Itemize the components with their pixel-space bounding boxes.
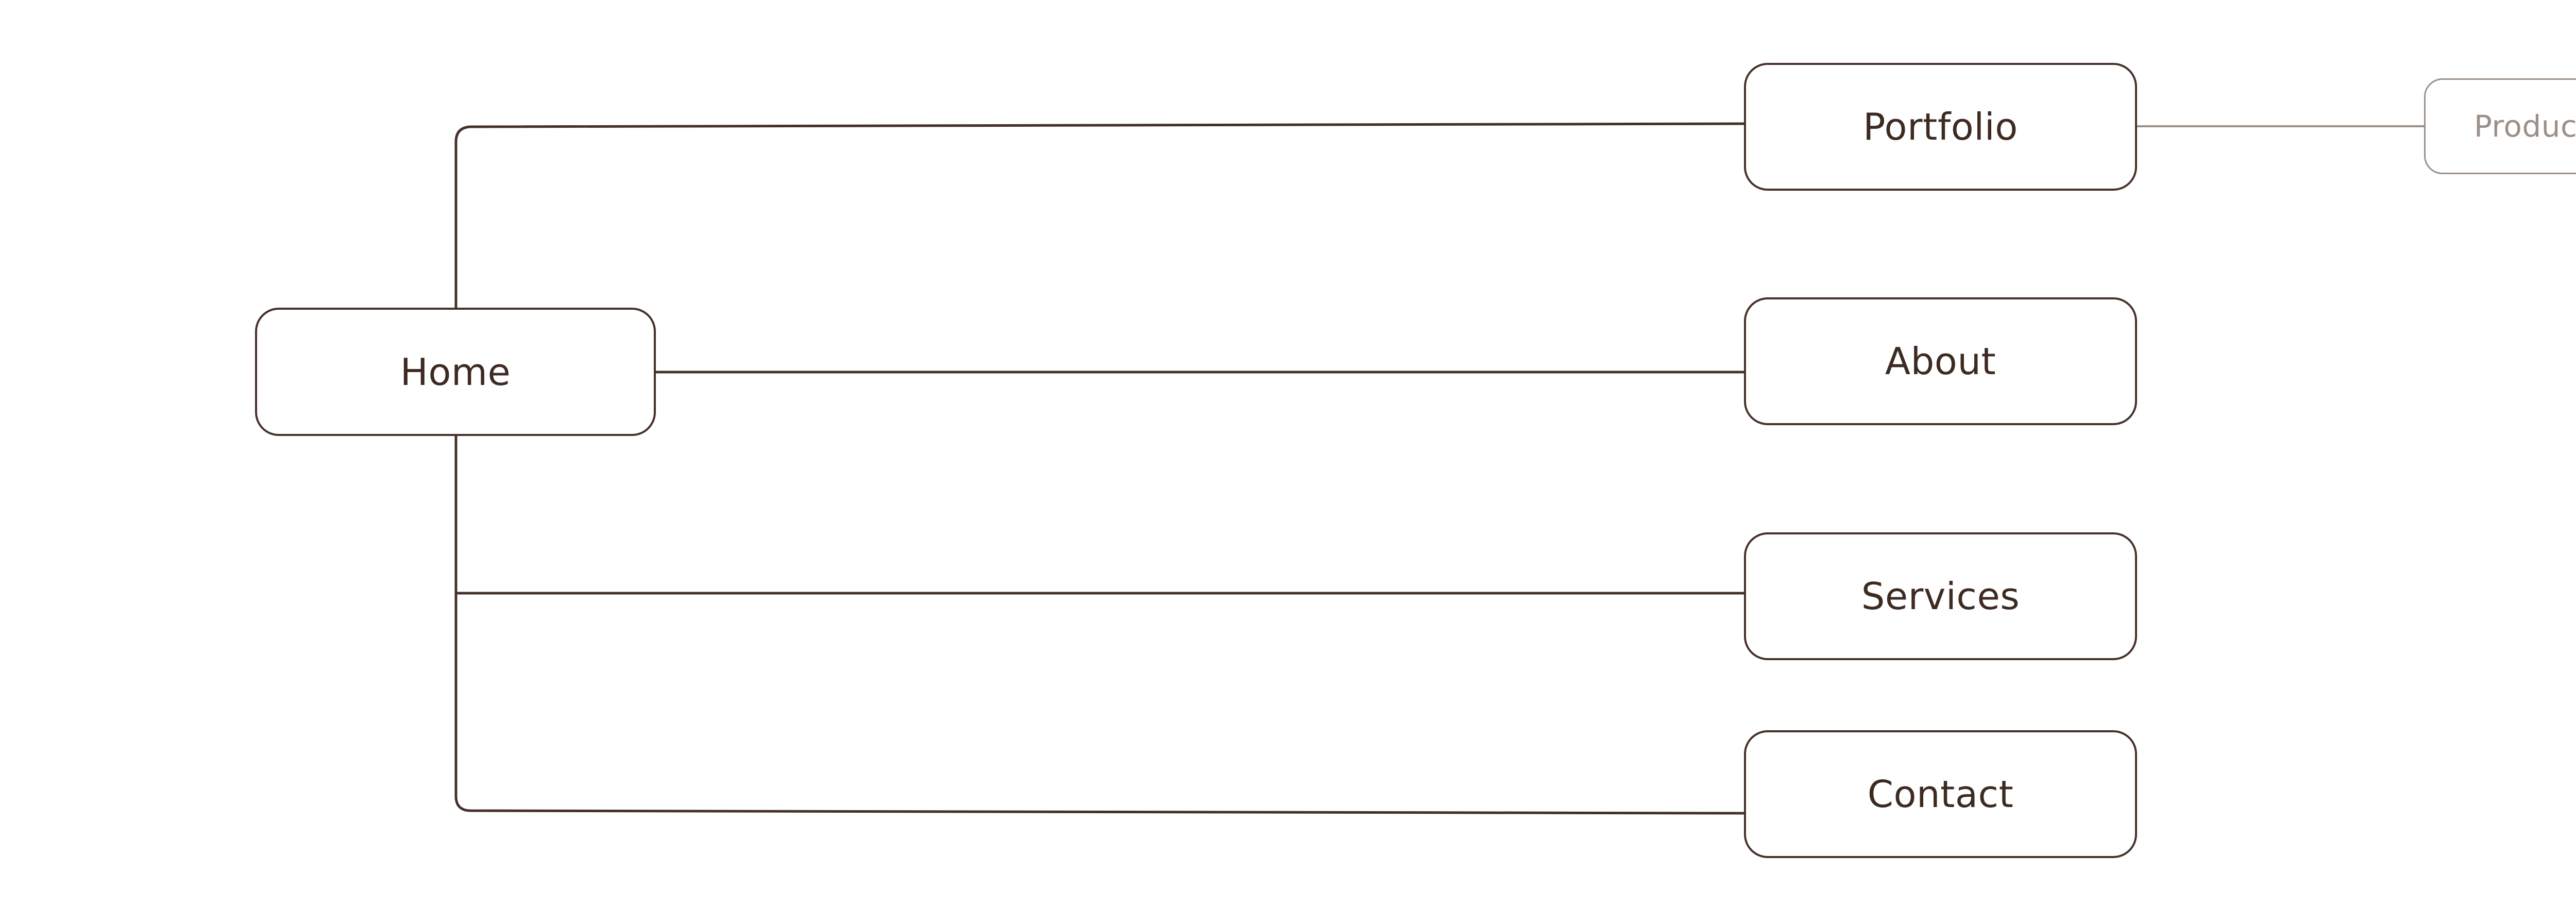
node-home-label: Home — [400, 350, 511, 394]
node-portfolio[interactable]: Portfolio — [1744, 63, 2137, 191]
node-contact-label: Contact — [1867, 773, 2014, 816]
node-about-label: About — [1885, 340, 1996, 383]
node-product-page-label: Product Page — [2473, 109, 2576, 144]
node-about[interactable]: About — [1744, 297, 2137, 425]
node-home[interactable]: Home — [255, 308, 656, 436]
node-product-page[interactable]: Product Page — [2424, 78, 2576, 174]
node-portfolio-label: Portfolio — [1863, 105, 2018, 148]
node-services[interactable]: Services — [1744, 532, 2137, 660]
node-contact[interactable]: Contact — [1744, 730, 2137, 858]
node-services-label: Services — [1861, 575, 2020, 618]
edge-home-contact — [454, 593, 1744, 815]
